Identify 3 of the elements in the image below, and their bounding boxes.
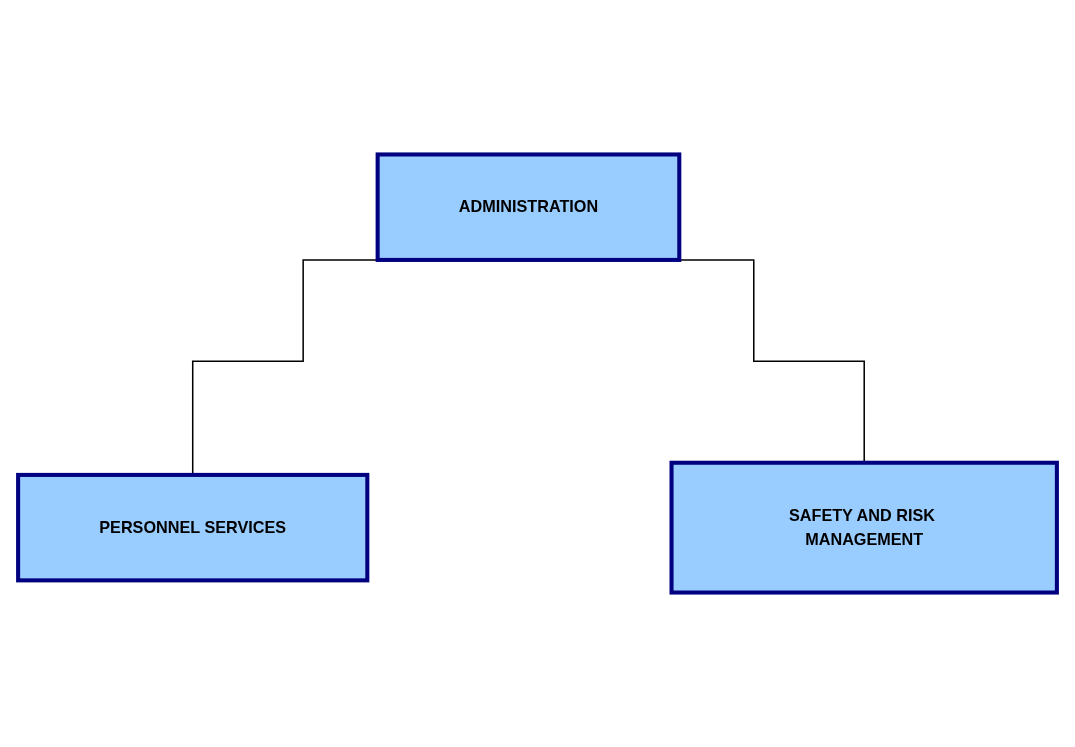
node-box: ADMINISTRATION: [375, 152, 682, 262]
node-box: SAFETY AND RISK MANAGEMENT: [669, 460, 1059, 595]
node-box: PERSONNEL SERVICES: [16, 472, 370, 583]
